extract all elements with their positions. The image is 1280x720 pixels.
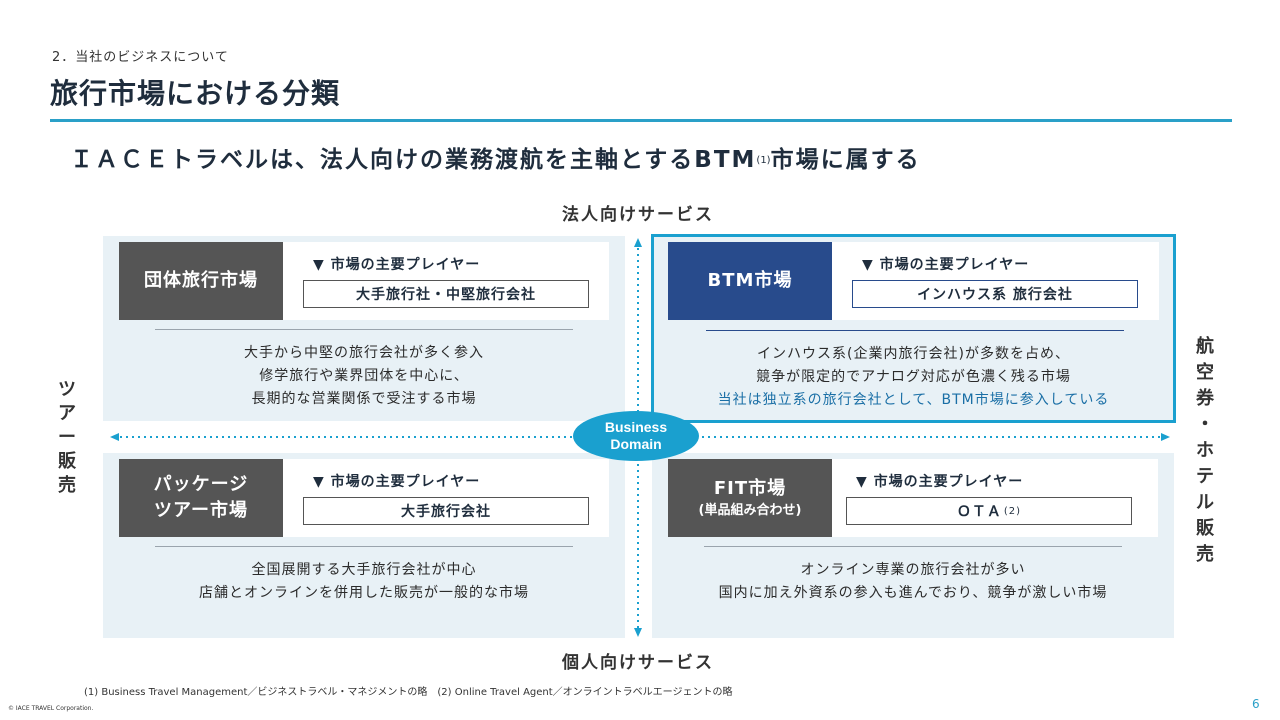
desc-line: 全国展開する大手旅行会社が中心: [251, 562, 477, 578]
page-number: 6: [1252, 697, 1260, 711]
axis-label-tour-sales: ツ ア ー 販 売: [56, 378, 78, 498]
players-box: 大手旅行会社: [303, 497, 589, 525]
quadrant-btm: BTM市場 ▼ 市場の主要プレイヤー インハウス系 旅行会社 インハウス系(企業…: [651, 234, 1176, 423]
horizontal-axis-arrow: [110, 433, 1170, 441]
players-text: ＯＴＡ: [956, 504, 1002, 520]
headline: ＩＡＣＥトラベルは、法人向けの業務渡航を主軸とするBTM(1)市場に属する: [70, 140, 921, 174]
axis-left-char: ツ: [58, 379, 76, 400]
section-label: 2．当社のビジネスについて: [52, 50, 229, 65]
headline-main: ＩＡＣＥトラベルは、法人向けの業務渡航を主軸とするBTM: [70, 147, 757, 173]
business-domain-line1: Business: [605, 419, 667, 435]
axis-right-char: 券: [1196, 388, 1214, 409]
axis-left-char: 売: [58, 475, 76, 496]
page-title: 旅行市場における分類: [50, 77, 341, 110]
quadrant-header: BTM市場 ▼ 市場の主要プレイヤー インハウス系 旅行会社: [668, 242, 1159, 320]
axis-left-char: ー: [58, 427, 76, 448]
desc-line: インハウス系(企業内旅行会社)が多数を占め、: [757, 346, 1070, 362]
desc-line: 国内に加え外資系の参入も進んでおり、競争が激しい市場: [718, 585, 1108, 601]
quadrant-fit: FIT市場 (単品組み合わせ) ▼ 市場の主要プレイヤー ＯＴＡ(2) オンライ…: [652, 453, 1174, 638]
quadrant-header: FIT市場 (単品組み合わせ) ▼ 市場の主要プレイヤー ＯＴＡ(2): [668, 459, 1158, 537]
quadrant-divider: [155, 546, 573, 547]
desc-line: 大手から中堅の旅行会社が多く参入: [244, 345, 484, 361]
quadrant-description: オンライン専業の旅行会社が多い 国内に加え外資系の参入も進んでおり、競争が激しい…: [652, 559, 1174, 605]
title-divider: [50, 119, 1232, 122]
players-label: ▼ 市場の主要プレイヤー: [862, 257, 1030, 273]
axis-label-air-hotel-sales: 航 空 券 ・ ホ テ ル 販 売: [1192, 334, 1218, 568]
axis-right-char: 航: [1196, 336, 1214, 357]
market-name-group: 団体旅行市場: [119, 242, 283, 320]
axis-right-char: 売: [1196, 544, 1214, 565]
desc-line: 修学旅行や業界団体を中心に、: [259, 368, 469, 384]
headline-end: 市場に属する: [770, 147, 921, 173]
market-name-sub: (単品組み合わせ): [698, 503, 802, 518]
axis-right-char: ホ: [1196, 440, 1214, 461]
market-name-package: パッケージ ツアー市場: [119, 459, 283, 537]
axis-right-char: 空: [1196, 362, 1214, 383]
market-name-line: パッケージ: [153, 474, 249, 495]
market-name-fit: FIT市場 (単品組み合わせ): [668, 459, 832, 537]
quadrant-package-tour: パッケージ ツアー市場 ▼ 市場の主要プレイヤー 大手旅行会社 全国展開する大手…: [103, 453, 625, 638]
axis-right-char: テ: [1196, 466, 1214, 487]
players-note-ref: (2): [1003, 505, 1022, 517]
players-box: ＯＴＡ(2): [846, 497, 1132, 525]
headline-note-ref: (1): [756, 155, 771, 166]
quadrant-description: 大手から中堅の旅行会社が多く参入 修学旅行や業界団体を中心に、 長期的な営業関係…: [103, 342, 625, 411]
footnote: (1) Business Travel Management／ビジネストラベル・…: [84, 687, 733, 698]
desc-line: 店舗とオンラインを併用した販売が一般的な市場: [199, 585, 529, 601]
quadrant-header: パッケージ ツアー市場 ▼ 市場の主要プレイヤー 大手旅行会社: [119, 459, 609, 537]
axis-left-char: ア: [58, 403, 76, 424]
vertical-axis-arrow: [634, 238, 642, 637]
axis-label-corporate: 法人向けサービス: [562, 205, 714, 225]
business-domain-line2: Domain: [610, 436, 661, 452]
players-label: ▼ 市場の主要プレイヤー: [856, 474, 1024, 490]
axis-right-char: ル: [1196, 492, 1214, 513]
market-name-line: FIT市場: [713, 478, 787, 499]
desc-line: 長期的な営業関係で受注する市場: [251, 391, 477, 407]
desc-line: 競争が限定的でアナログ対応が色濃く残る市場: [756, 369, 1071, 385]
axis-right-char: 販: [1196, 518, 1214, 539]
axis-right-char: ・: [1196, 414, 1214, 435]
quadrant-description: 全国展開する大手旅行会社が中心 店舗とオンラインを併用した販売が一般的な市場: [103, 559, 625, 605]
axis-left-char: 販: [58, 451, 76, 472]
quadrant-group-travel: 団体旅行市場 ▼ 市場の主要プレイヤー 大手旅行社・中堅旅行会社 大手から中堅の…: [103, 236, 625, 421]
desc-line: オンライン専業の旅行会社が多い: [800, 562, 1026, 578]
players-box: インハウス系 旅行会社: [852, 280, 1138, 308]
quadrant-divider: [706, 330, 1124, 331]
players-label: ▼ 市場の主要プレイヤー: [313, 257, 481, 273]
desc-line-highlight: 当社は独立系の旅行会社として、BTM市場に参入している: [717, 392, 1110, 408]
copyright: © IACE TRAVEL Corporation.: [8, 705, 94, 712]
quadrant-divider: [704, 546, 1122, 547]
quadrant-divider: [155, 329, 573, 330]
quadrant-description: インハウス系(企業内旅行会社)が多数を占め、 競争が限定的でアナログ対応が色濃く…: [654, 343, 1173, 412]
market-name-line: ツアー市場: [154, 500, 248, 521]
players-box: 大手旅行社・中堅旅行会社: [303, 280, 589, 308]
market-name-btm: BTM市場: [668, 242, 832, 320]
axis-label-individual: 個人向けサービス: [562, 653, 714, 673]
players-label: ▼ 市場の主要プレイヤー: [313, 474, 481, 490]
business-domain-ellipse: [573, 411, 699, 461]
quadrant-header: 団体旅行市場 ▼ 市場の主要プレイヤー 大手旅行社・中堅旅行会社: [119, 242, 609, 320]
